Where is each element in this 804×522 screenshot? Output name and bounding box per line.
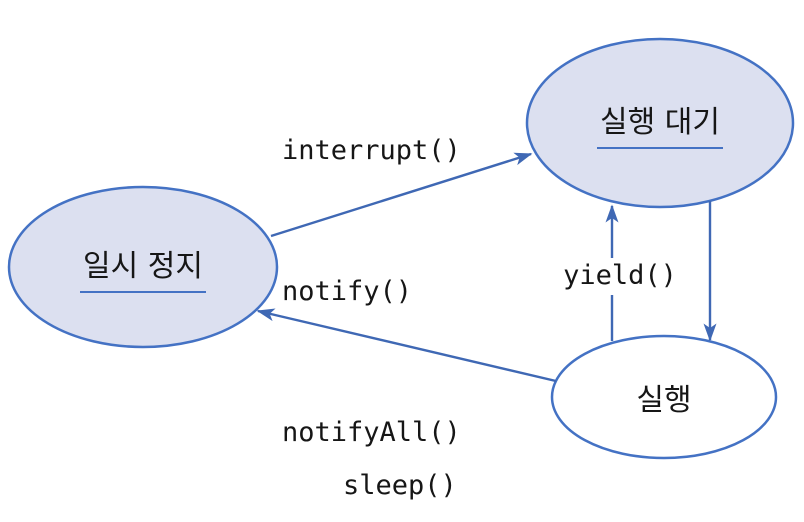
yield-method-label: yield() xyxy=(550,258,690,295)
method-line: interrupt() xyxy=(282,135,461,166)
methods-to-runnable: interrupt() notify() notifyAll() xyxy=(282,33,461,522)
methods-to-paused: sleep() join() wait() xyxy=(343,366,457,522)
arrow-paused-to-runnable xyxy=(270,152,533,238)
node-paused-ellipse xyxy=(7,185,279,349)
node-running-ellipse xyxy=(550,334,778,460)
arrow-running-to-paused xyxy=(256,308,557,383)
method-line: sleep() xyxy=(343,470,457,501)
method-line: notify() xyxy=(282,276,413,307)
node-runnable-ellipse xyxy=(525,37,795,209)
method-line: notifyAll() xyxy=(282,417,461,448)
